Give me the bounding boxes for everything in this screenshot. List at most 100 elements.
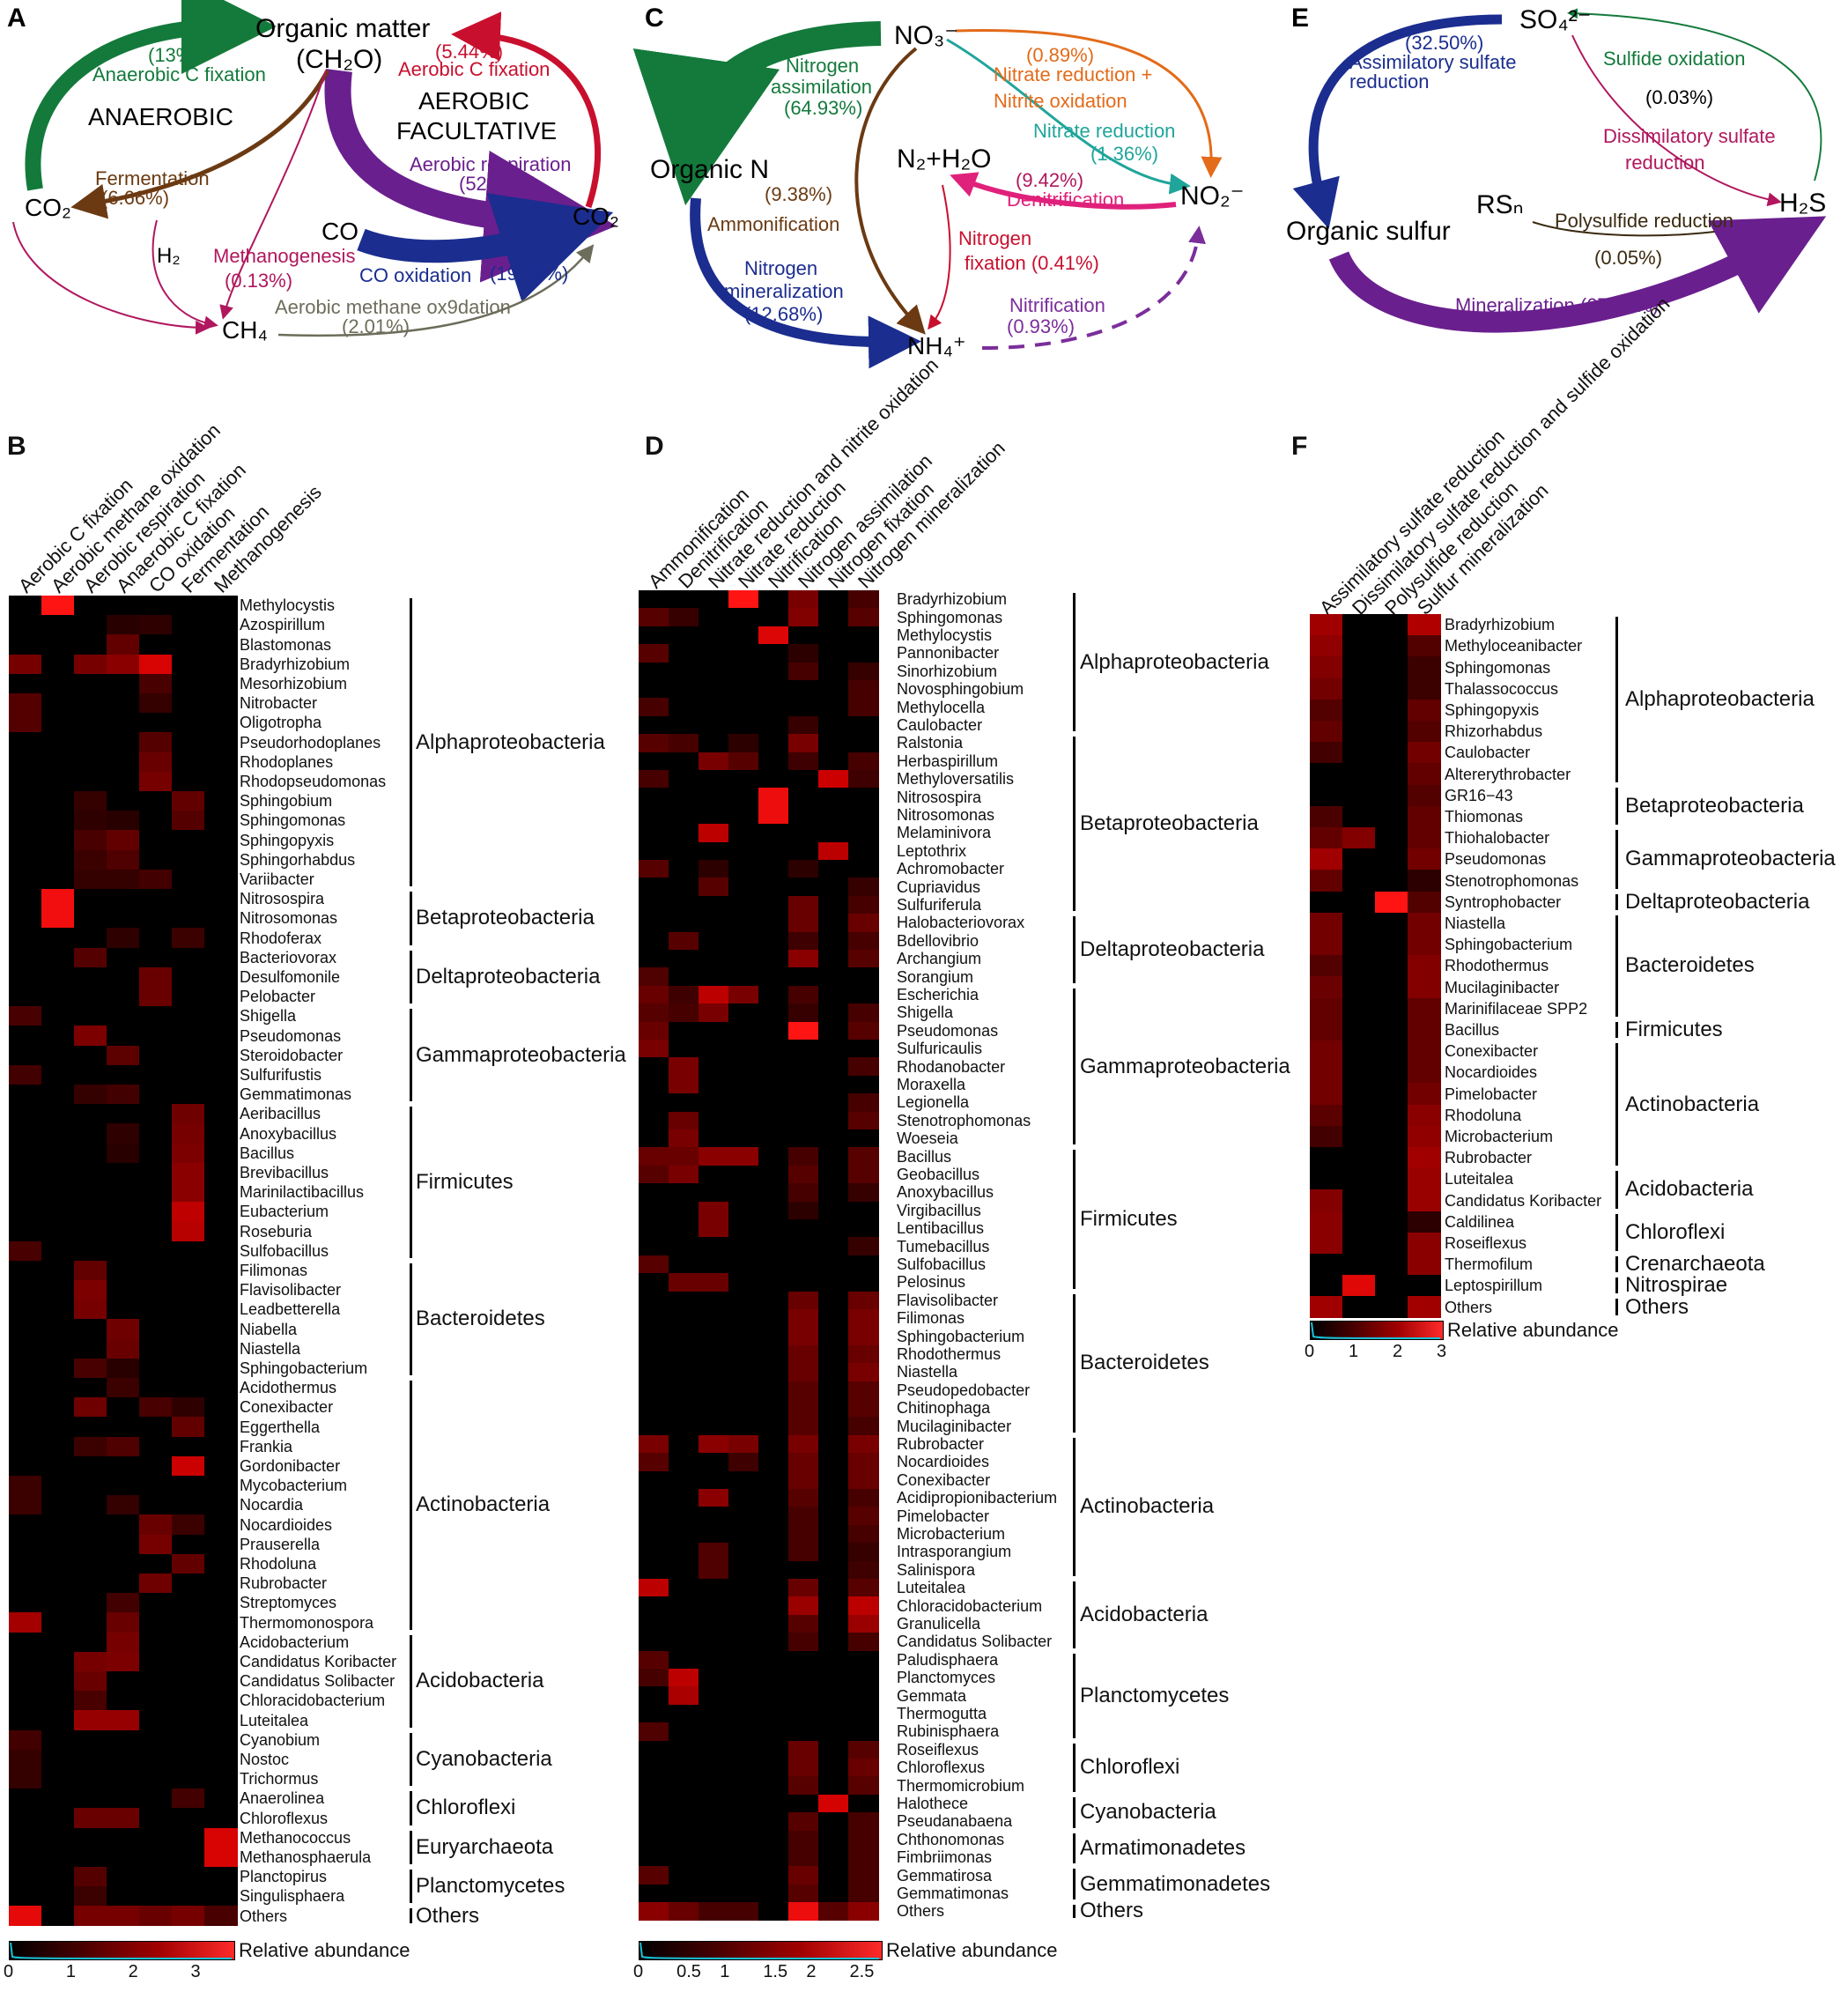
heatmap-cell [107, 1455, 140, 1477]
heatmap-cell [1310, 1296, 1343, 1319]
heatmap-cell [1342, 1254, 1376, 1276]
row-label: Bacillus [240, 1144, 295, 1162]
heatmap-cell [74, 693, 107, 714]
heatmap-cell [639, 1399, 669, 1418]
group-bracket [410, 1870, 412, 1904]
heatmap-cell [139, 947, 173, 968]
heatmap-cell [639, 698, 669, 717]
heatmap-cell [818, 1111, 849, 1130]
heatmap-cell [107, 654, 140, 675]
heatmap-cell [1408, 870, 1441, 892]
heatmap-cell [41, 1358, 75, 1379]
heatmap-cell [74, 1202, 107, 1222]
heatmap-cell [788, 1524, 819, 1544]
heatmap-cell [699, 1003, 729, 1023]
heatmap-cell [758, 1579, 789, 1597]
heatmap-cell [1408, 1168, 1441, 1190]
heatmap-cell [1310, 1125, 1343, 1148]
heatmap-cell [758, 788, 789, 807]
heatmap-cell [9, 1397, 42, 1418]
heatmap-cell [788, 1884, 819, 1903]
heatmap-cell [758, 1722, 789, 1742]
heatmap-cell [728, 1129, 759, 1148]
heatmap-cell [788, 1759, 819, 1777]
density-curve [639, 1942, 880, 1959]
heatmap-cell [818, 590, 849, 609]
heatmap-cell [41, 1691, 75, 1711]
heatmap-cell [1408, 1296, 1441, 1319]
heatmap-cell [639, 860, 669, 878]
heatmap-cell [107, 1691, 140, 1711]
heatmap-cell [172, 1436, 205, 1457]
heatmap-cell [9, 1651, 42, 1672]
heatmap-cell [1310, 891, 1343, 914]
heatmap-cell [818, 644, 849, 663]
heatmap-cell [204, 1319, 238, 1340]
heatmap-cell [204, 1338, 238, 1359]
heatmap-cell [172, 1729, 205, 1751]
heatmap-cell [699, 1255, 729, 1274]
heatmap-cell [41, 1221, 75, 1242]
heatmap-cell [139, 1651, 173, 1672]
row-label: Eggerthella [240, 1418, 321, 1436]
row-label: Ralstonia [897, 734, 964, 752]
heatmap-cell [818, 1794, 849, 1813]
row-label: Aeribacillus [240, 1105, 322, 1123]
nitrogen-assimilation-label-2: assimilation [771, 76, 872, 98]
heatmap-cell [204, 1104, 238, 1124]
heatmap-cell [107, 947, 140, 968]
heatmap-cell [788, 1848, 819, 1867]
heatmap-cell [107, 1006, 140, 1026]
heatmap-cell [848, 1489, 879, 1507]
heatmap-cell [204, 1729, 238, 1751]
heatmap-cell [107, 1123, 140, 1144]
heatmap-cell [788, 1596, 819, 1616]
heatmap-cell [9, 1319, 42, 1340]
heatmap-cell [639, 1309, 669, 1328]
row-label: Microbacterium [1445, 1127, 1554, 1145]
heatmap-cell [41, 1867, 75, 1887]
row-label: Rubinisphaera [897, 1722, 1000, 1741]
heatmap-cell [139, 869, 173, 890]
heatmap-cell [1342, 614, 1376, 636]
heatmap-cell [818, 967, 849, 987]
aerobic-methane-pct: (2.01%) [342, 315, 410, 337]
heatmap-cell [172, 1143, 205, 1164]
heatmap-cell [9, 1123, 42, 1144]
heatmap-cell [639, 1866, 669, 1885]
heatmap-cell [9, 1593, 42, 1613]
heatmap-cell [139, 771, 173, 792]
heatmap-cell [699, 1848, 729, 1867]
legend-label: Relative abundance [886, 1939, 1058, 1961]
group-bracket [1615, 1213, 1618, 1251]
heatmap-cell [788, 698, 819, 717]
heatmap-cell [818, 1507, 849, 1526]
heatmap-cell [107, 1026, 140, 1047]
heatmap-cell [172, 771, 205, 792]
row-label: Chloroflexus [897, 1759, 986, 1777]
heatmap-cell [1342, 1189, 1376, 1212]
heatmap-cell [639, 1273, 669, 1292]
heatmap-cell [639, 662, 669, 681]
row-label: Herbaspirillum [897, 752, 999, 770]
heatmap-cell [818, 1596, 849, 1616]
heatmap-cell [699, 1489, 729, 1507]
heatmap-cell [699, 805, 729, 825]
heatmap-cell [788, 1021, 819, 1040]
heatmap-cell [74, 1632, 107, 1653]
heatmap-cell [848, 914, 879, 933]
heatmap-cell [699, 1579, 729, 1597]
heatmap-cell [1375, 742, 1408, 764]
heatmap-cell [758, 1686, 789, 1706]
heatmap-cell [848, 1237, 879, 1256]
heatmap-cell [669, 1075, 699, 1094]
row-label: Thermogutta [897, 1705, 987, 1722]
heatmap-cell [758, 734, 789, 753]
heatmap-cell [639, 950, 669, 968]
heatmap-cell [172, 1827, 205, 1848]
heatmap-cell [204, 752, 238, 773]
heatmap-cell [818, 1021, 849, 1040]
heatmap-cell [9, 1729, 42, 1751]
heatmap-cell [728, 715, 759, 735]
heatmap-cell [139, 1104, 173, 1124]
